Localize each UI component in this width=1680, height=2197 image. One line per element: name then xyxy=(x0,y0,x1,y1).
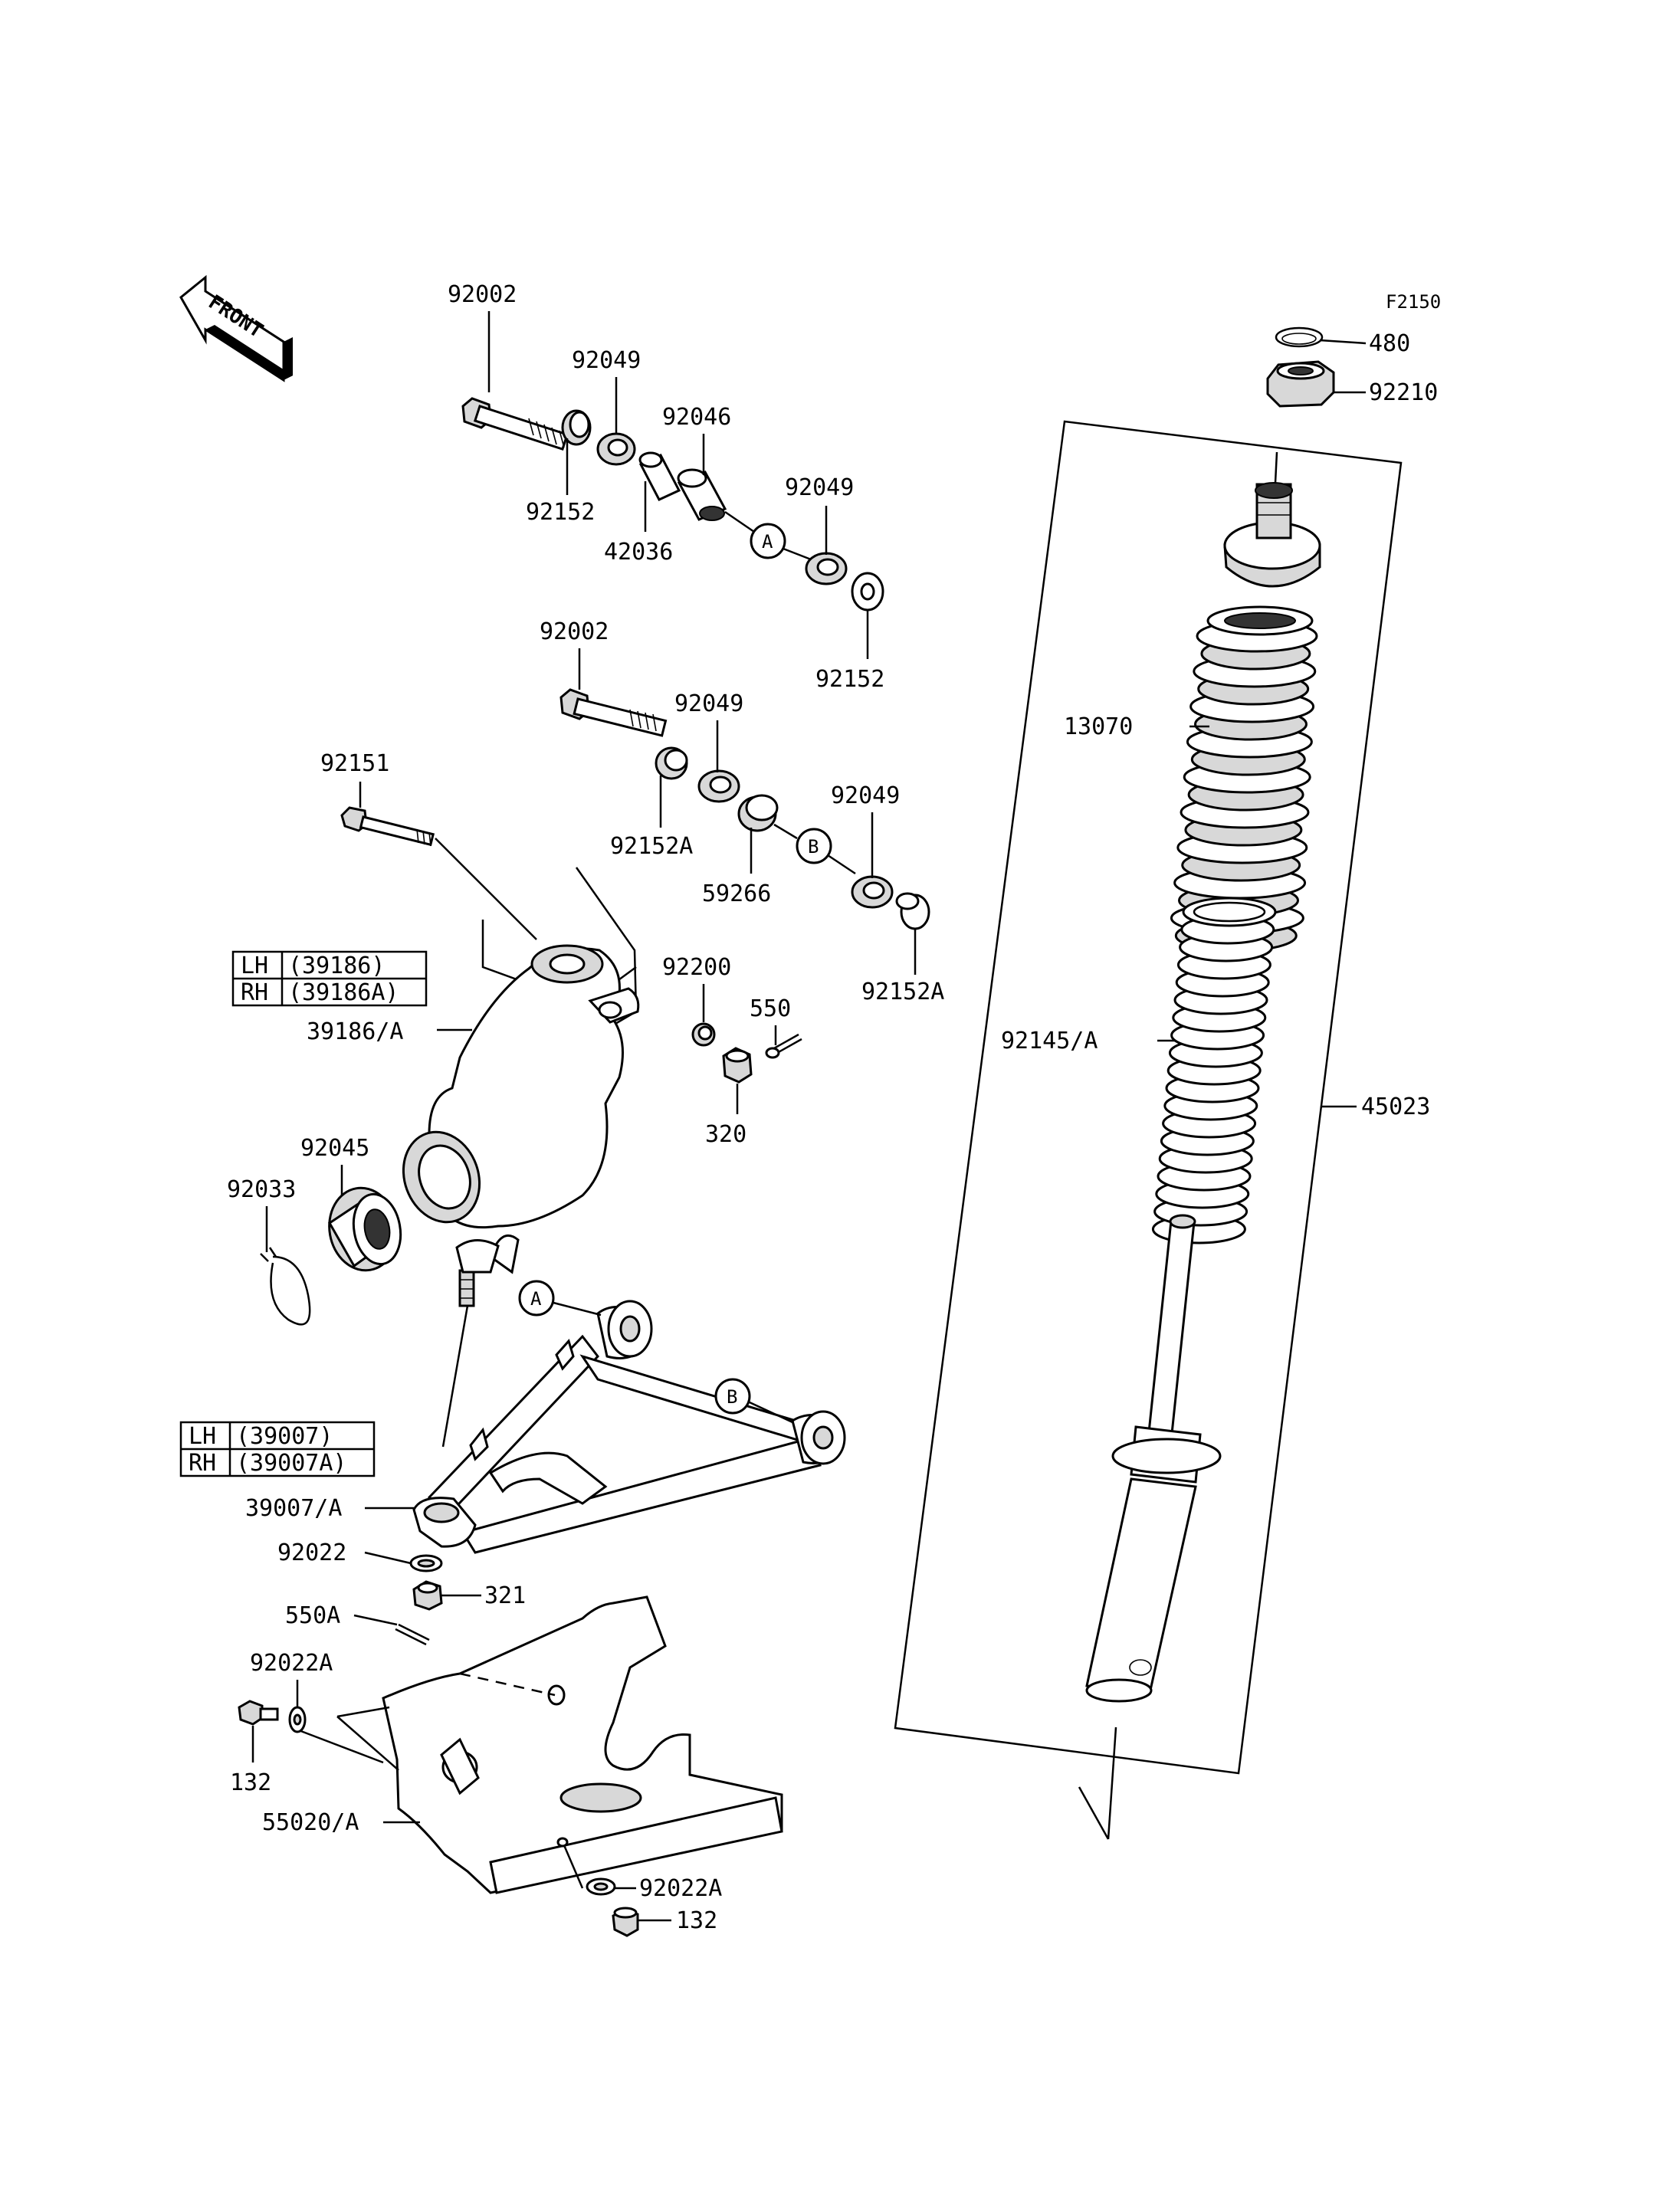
knuckle-lh-label: LH xyxy=(241,953,268,979)
collar-92152-b xyxy=(851,572,884,612)
callout-b-top: B xyxy=(796,828,832,864)
front-arrow-icon: FRONT xyxy=(179,274,293,382)
nut-92210 xyxy=(1266,360,1335,408)
spring-92145-a xyxy=(1151,897,1277,1244)
label-92152a-2: 92152A xyxy=(861,979,944,1005)
bushing-59266 xyxy=(737,794,779,832)
label-550a: 550A xyxy=(285,1602,340,1629)
label-92022a-2: 92022A xyxy=(639,1875,722,1902)
callout-b-arm-label: B xyxy=(727,1386,737,1408)
seal-92049-d xyxy=(851,875,894,909)
label-480: 480 xyxy=(1369,330,1410,357)
callout-b-top-label: B xyxy=(808,836,819,857)
callout-a-arm: A xyxy=(518,1280,602,1317)
label-92002-mid: 92002 xyxy=(540,618,609,645)
part-labels: 480 92210 92002 92049 92046 92049 92152 … xyxy=(227,281,1438,1934)
washer-92022a-b xyxy=(586,1877,616,1896)
label-92002-top: 92002 xyxy=(448,281,517,308)
seal-92049-a xyxy=(596,432,636,466)
damper-body xyxy=(1085,1214,1222,1703)
callout-a-top-label: A xyxy=(762,531,773,553)
label-92049-4: 92049 xyxy=(831,782,900,809)
label-92045: 92045 xyxy=(300,1135,369,1162)
label-39007-a: 39007/A xyxy=(245,1495,342,1522)
label-92152a-1: 92152A xyxy=(610,833,693,860)
sleeve-42036 xyxy=(638,451,681,501)
bolt-132-a xyxy=(238,1700,279,1726)
label-42036: 42036 xyxy=(604,539,673,566)
arm-rh-label: RH xyxy=(189,1450,216,1477)
label-55020-a: 55020/A xyxy=(262,1809,359,1836)
nut-320 xyxy=(722,1047,753,1084)
washer-92022a-a xyxy=(288,1706,307,1733)
label-92049-1: 92049 xyxy=(572,347,641,374)
guard-55020 xyxy=(298,1595,783,1894)
collar-92152a-a xyxy=(655,746,688,780)
arm-rh-code: (39007A) xyxy=(236,1450,347,1477)
label-92145-a: 92145/A xyxy=(1001,1028,1098,1054)
knuckle-rh-code: (39186A) xyxy=(288,979,399,1006)
snap-ring-480 xyxy=(1275,326,1324,348)
washer-92200 xyxy=(691,1022,716,1047)
bolt-92002-mid xyxy=(559,688,668,737)
label-39186-a: 39186/A xyxy=(307,1018,403,1045)
suspension-arm-39007 xyxy=(412,1300,846,1554)
label-92022: 92022 xyxy=(277,1540,346,1566)
bearing-92046 xyxy=(677,468,727,521)
upper-bolt-set-2 xyxy=(559,688,930,930)
steering-knuckle-39186 xyxy=(340,806,640,1448)
upper-bolt-set-1 xyxy=(461,397,884,612)
label-92046: 92046 xyxy=(662,404,731,431)
figure-code: F2150 xyxy=(1386,291,1441,313)
circlip-92033 xyxy=(260,1247,311,1326)
bearing-92045 xyxy=(328,1186,402,1272)
knuckle-lh-code: (39186) xyxy=(288,953,385,979)
label-92210: 92210 xyxy=(1369,379,1438,406)
label-92049-2: 92049 xyxy=(785,474,854,501)
label-92033: 92033 xyxy=(227,1176,296,1203)
label-92152-1: 92152 xyxy=(526,499,595,526)
callout-a-arm-label: A xyxy=(530,1288,542,1310)
arm-variant-table: LH (39007) RH (39007A) xyxy=(179,1421,376,1477)
label-550: 550 xyxy=(750,995,791,1022)
label-45023: 45023 xyxy=(1361,1094,1430,1120)
label-92049-3: 92049 xyxy=(674,690,743,717)
knuckle-rh-label: RH xyxy=(241,979,268,1006)
cotter-pin-550a xyxy=(395,1623,430,1646)
seal-92049-c xyxy=(697,769,740,803)
upper-mount xyxy=(1223,482,1321,588)
label-132-1: 132 xyxy=(230,1769,271,1796)
bolt-92002-top xyxy=(461,397,569,451)
bolt-132-b xyxy=(612,1907,639,1937)
collar-92152a-b xyxy=(895,892,930,930)
callout-b-arm: B xyxy=(714,1378,793,1424)
label-132-2: 132 xyxy=(676,1907,717,1934)
label-320: 320 xyxy=(705,1121,746,1148)
leader-lines xyxy=(251,311,1367,1922)
label-92152-2: 92152 xyxy=(815,666,884,693)
callout-a-top: A xyxy=(750,523,786,559)
knuckle-variant-table: LH (39186) RH (39186A) xyxy=(231,950,428,1007)
arm-lh-code: (39007) xyxy=(236,1423,333,1450)
collar-92152-a xyxy=(561,409,592,446)
cotter-pin-550 xyxy=(765,1033,802,1059)
label-92022a-1: 92022A xyxy=(250,1650,333,1677)
label-13070: 13070 xyxy=(1064,713,1133,740)
label-321: 321 xyxy=(484,1582,526,1609)
nut-321 xyxy=(412,1580,443,1611)
label-59266: 59266 xyxy=(702,880,771,907)
arm-lh-label: LH xyxy=(189,1423,216,1450)
seal-92049-b xyxy=(805,552,848,585)
shock-absorber-assembly xyxy=(894,326,1403,1840)
label-92151: 92151 xyxy=(320,750,389,777)
bolt-92151 xyxy=(340,806,435,847)
label-92200: 92200 xyxy=(662,954,731,981)
washer-92022 xyxy=(409,1554,443,1572)
